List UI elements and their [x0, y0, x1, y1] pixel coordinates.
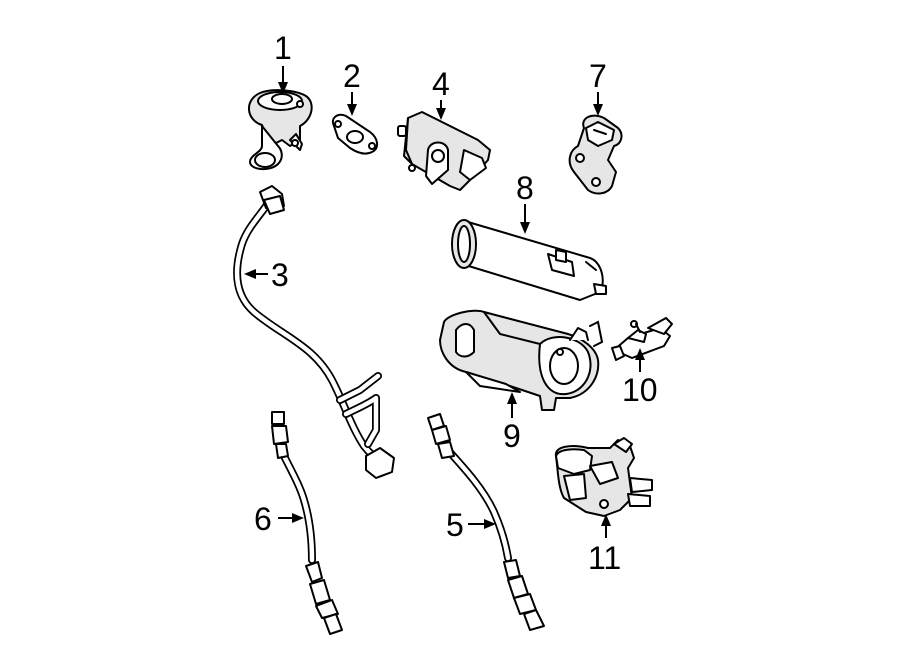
part-6-o2-sensor	[271, 411, 343, 635]
callout-11: 11	[588, 540, 622, 576]
part-7-tps	[568, 114, 623, 195]
leader-arrows	[244, 66, 645, 538]
part-11-regulator	[554, 437, 653, 517]
part-8-canister	[451, 219, 607, 301]
callout-7: 7	[589, 58, 607, 94]
part-3-hose	[233, 185, 395, 479]
part-10-purge-valve	[611, 317, 673, 361]
callout-3: 3	[271, 257, 289, 293]
callout-6: 6	[254, 501, 272, 537]
part-9-bracket	[439, 309, 604, 411]
callout-10: 10	[622, 372, 658, 408]
part-5-o2-sensor	[427, 413, 545, 631]
callout-4: 4	[432, 66, 450, 102]
callout-1: 1	[274, 30, 292, 66]
part-2-gasket	[332, 113, 378, 155]
callout-2: 2	[343, 58, 361, 94]
callout-8: 8	[516, 170, 534, 206]
part-1-egr-valve	[248, 89, 313, 170]
part-4-sensor	[397, 111, 491, 191]
callout-5: 5	[446, 507, 464, 543]
callout-9: 9	[503, 418, 521, 454]
